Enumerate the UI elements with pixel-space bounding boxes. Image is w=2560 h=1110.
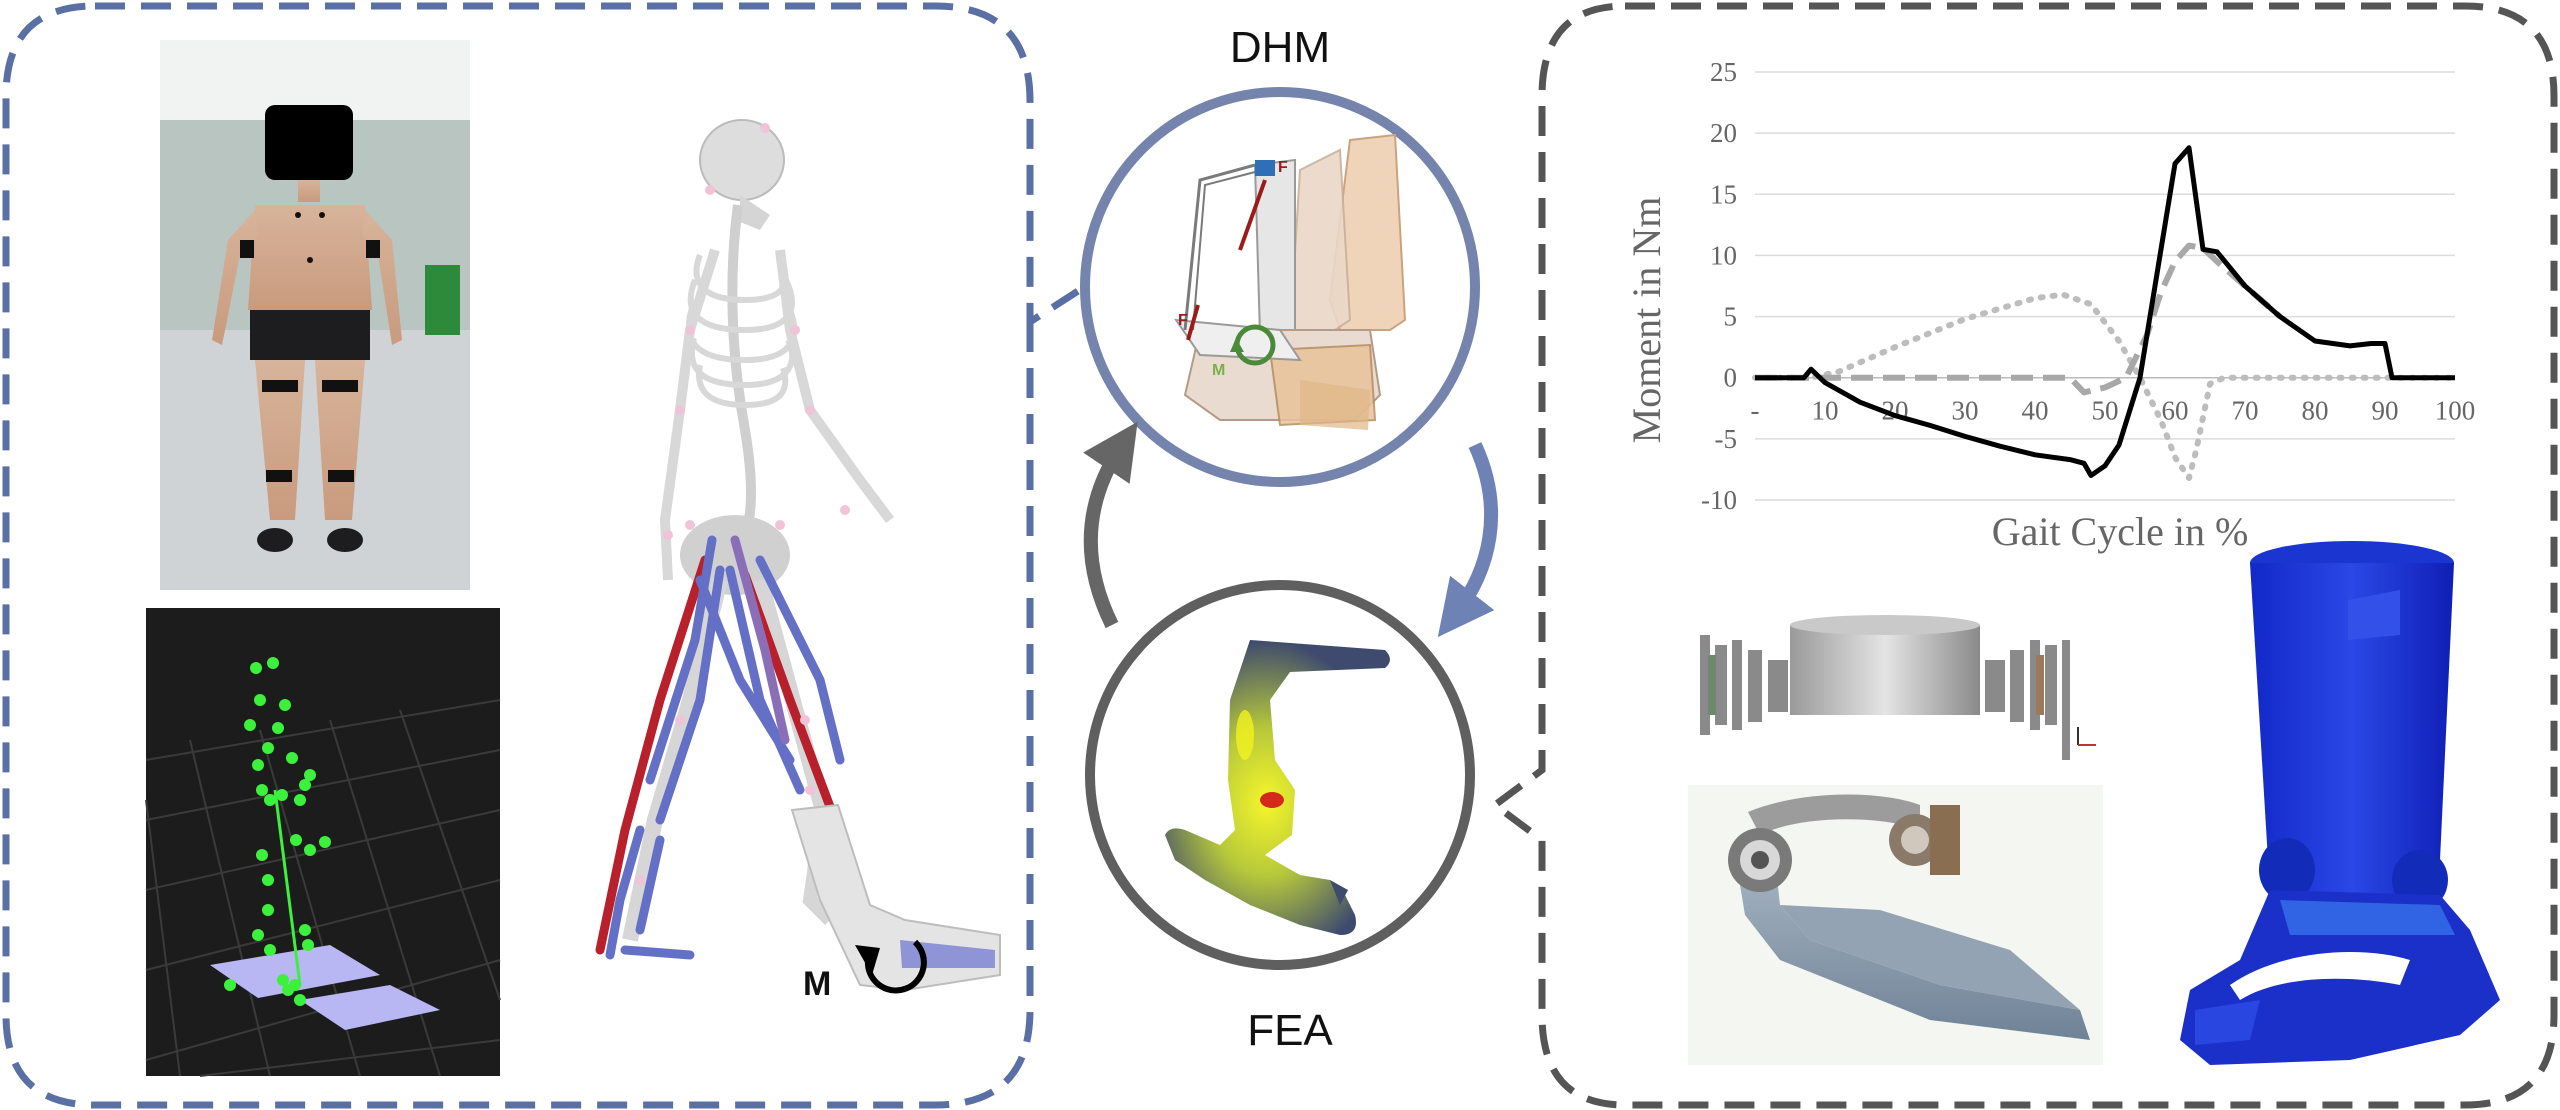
subject-photo (160, 40, 470, 590)
mocap-marker (299, 779, 311, 791)
force-plate-1 (210, 945, 380, 998)
fea-label: FEA (1247, 1006, 1333, 1055)
chart-series-solid (1755, 145, 2455, 478)
left-dashed-frame-lower (2, 2, 1034, 1109)
dhm-to-fea-arrow (1437, 442, 1499, 638)
cad-joint-assembly (1700, 615, 2096, 760)
chart-y-tick-label: -10 (1701, 485, 1737, 515)
mocap-marker (264, 944, 276, 956)
ground-reaction-vector (273, 789, 302, 986)
mocap-marker (267, 657, 279, 669)
mocap-marker (319, 836, 331, 848)
chart-x-axis-title: Gait Cycle in % (1992, 509, 2249, 554)
mocap-marker (304, 844, 316, 856)
mocap-marker (262, 742, 274, 754)
face-censor-block (265, 105, 353, 180)
mocap-marker (244, 719, 256, 731)
mocap-marker (279, 699, 291, 711)
chart-x-tick-label: 90 (2372, 396, 2399, 426)
musculoskeletal-model: M (595, 119, 1001, 1003)
mocap-marker (299, 924, 311, 936)
dhm-label: DHM (1230, 23, 1330, 72)
chart-x-tick-label: 40 (2022, 396, 2049, 426)
chart-x-tick-label: - (1751, 396, 1760, 426)
motion-capture-view (145, 608, 501, 1077)
dhm-moment-label: M (1212, 362, 1225, 379)
mocap-marker (262, 874, 274, 886)
dhm-force-label-top: F (1278, 159, 1288, 176)
mocap-marker (290, 834, 302, 846)
mocap-marker (254, 694, 266, 706)
mocap-marker (294, 794, 306, 806)
left-dashed-frame (95, 2, 1097, 329)
dhm-force-label-bottom: F (1178, 312, 1188, 329)
chart-series-dotted (1752, 291, 2458, 481)
chart-x-tick-label: 80 (2302, 396, 2329, 426)
force-plate-2 (300, 985, 440, 1030)
chart-x-tick-label: 50 (2092, 396, 2119, 426)
cad-foot-plate (1688, 785, 2103, 1065)
chart-series-dashed (1755, 242, 2282, 396)
right-dashed-frame (1489, 2, 2558, 1109)
chart-x-tick-label: 10 (1812, 396, 1839, 426)
mocap-marker (304, 769, 316, 781)
fea-stress-plot (1165, 640, 1390, 935)
mocap-marker (252, 929, 264, 941)
mocap-marker (272, 722, 284, 734)
mocap-marker (294, 994, 306, 1006)
mocap-marker (250, 662, 262, 674)
chart-y-tick-label: 15 (1710, 179, 1737, 209)
chart-y-tick-label: 10 (1710, 240, 1737, 270)
mocap-marker (252, 759, 264, 771)
fea-to-dhm-arrow (1083, 421, 1138, 629)
chart-x-tick-label: 30 (1952, 396, 1979, 426)
chart-x-tick-label: 100 (2435, 396, 2476, 426)
chart-y-tick-label: 5 (1724, 302, 1738, 332)
mocap-marker (264, 794, 276, 806)
mocap-marker (224, 979, 236, 991)
orthosis-fe-render (2180, 541, 2500, 1065)
ankle-moment-label: M (803, 965, 831, 1003)
mocap-marker (302, 939, 314, 951)
mocap-marker (276, 789, 288, 801)
chart-x-tick-label: 70 (2232, 396, 2259, 426)
chart-x-tick-label: 60 (2162, 396, 2189, 426)
mocap-marker (256, 849, 268, 861)
mocap-marker (262, 904, 274, 916)
chart-y-tick-label: -5 (1715, 424, 1738, 454)
mocap-marker (282, 984, 294, 996)
ankle-moment-arrow (864, 939, 927, 994)
dhm-orthosis-sketch: F F M (1173, 133, 1407, 430)
mocap-marker (277, 974, 289, 986)
mocap-marker (256, 784, 268, 796)
chart-y-axis-title: Moment in Nm (1624, 197, 1669, 444)
mocap-marker (286, 752, 298, 764)
chart-y-tick-label: 0 (1724, 363, 1738, 393)
chart-y-tick-label: 25 (1710, 57, 1737, 87)
chart-y-tick-label: 20 (1710, 118, 1737, 148)
